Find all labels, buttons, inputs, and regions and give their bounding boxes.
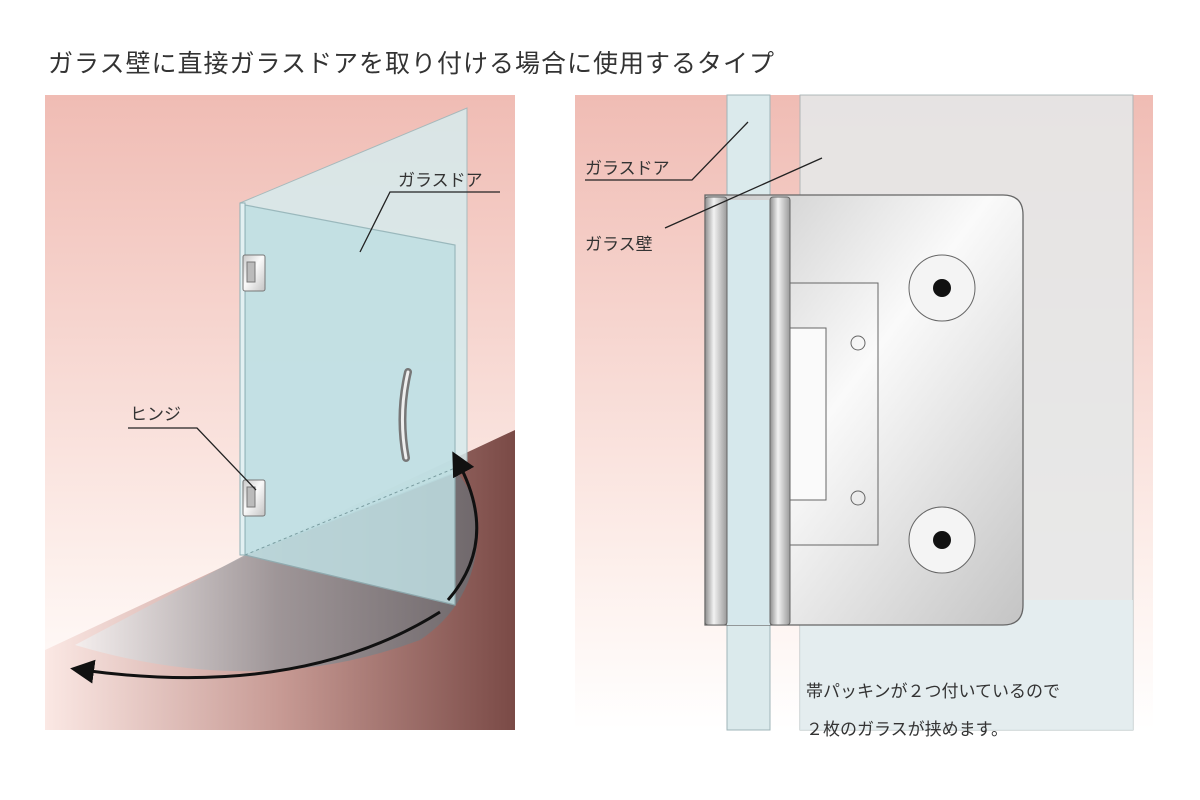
hinge-lower <box>242 479 266 517</box>
glass-door <box>244 204 456 606</box>
diagram-title: ガラス壁に直接ガラスドアを取り付ける場合に使用するタイプ <box>48 49 776 78</box>
swing-arrow-left <box>70 610 441 684</box>
note-line-1: 帯パッキンが２つ付いているので <box>806 682 1060 702</box>
gasket-bar-right <box>769 196 791 626</box>
swing-arrow-up <box>446 451 479 601</box>
label-hinge: ヒンジ <box>130 405 181 425</box>
note-line-2: ２枚のガラスが挟めます。 <box>806 720 1008 740</box>
right-panel: ガラスドア ガラス壁 帯パッキンが２つ付いているので ２枚のガラスが挟めます。 <box>575 94 1153 740</box>
hinge-upper <box>242 254 266 292</box>
label-glass-door-right: ガラスドア <box>585 159 670 179</box>
left-panel: ガラスドア ヒンジ <box>45 95 515 730</box>
label-glass-door: ガラスドア <box>398 171 483 191</box>
gasket-bar-left <box>704 196 728 626</box>
label-glass-wall: ガラス壁 <box>585 235 653 255</box>
